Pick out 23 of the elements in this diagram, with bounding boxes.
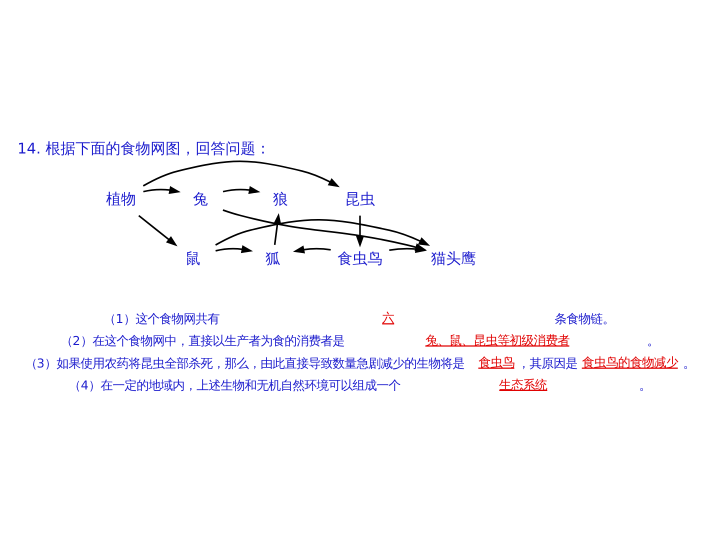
label: （1）这个食物网共有 [104,312,220,326]
label: 食虫鸟 [478,355,514,370]
node-text: 植物 [106,190,136,208]
label: （2）在这个食物网中，直接以生产者为食的消费者是 [60,334,344,348]
label: 食虫鸟的食物减少 [582,355,678,370]
node-text: 猫头鹰 [431,250,476,267]
label: 。 [682,356,695,370]
label: 条食物链。 [554,312,615,326]
label: 六 [382,310,394,325]
label: （3）如果使用农药将昆虫全部杀死，那么，由此直接导致数量急剧减少的生物将是 [24,356,465,370]
label: 兔、鼠、昆虫等初级消费者 [425,332,570,347]
node-text: 鼠 [186,250,201,267]
node-text: 狐 [265,250,280,267]
node-text: 昆虫 [345,190,375,208]
node-text: 食虫鸟 [338,250,382,267]
diagram-title: 14. 根据下面的食物网图，回答问题： [17,140,271,157]
label: 生态系统 [499,377,548,392]
node-text: 狼 [272,190,288,208]
label: ，其原因是 [518,356,578,370]
label: 。 [647,334,660,348]
node-text: 兔 [193,190,208,208]
label: 。 [638,378,651,392]
label: （4）在一定的地域内，上述生物和无机自然环境可以组成一个 [68,378,401,392]
